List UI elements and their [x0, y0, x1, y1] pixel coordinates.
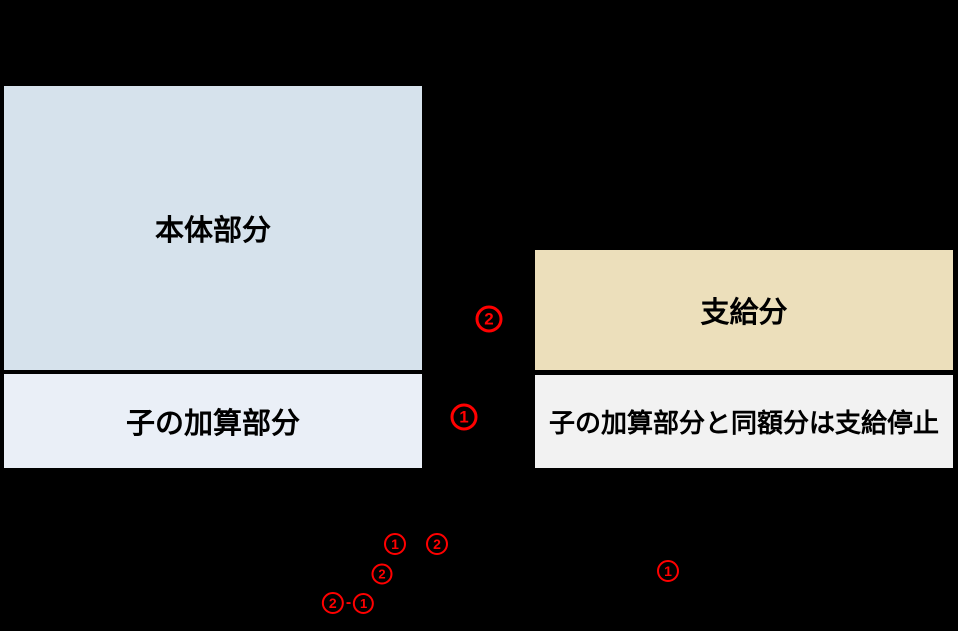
- circled-number-2-cluster-row2: 2: [371, 563, 393, 585]
- circled-number-2-cluster-row1: 2: [426, 533, 448, 555]
- child-addition-box: 子の加算部分: [4, 374, 422, 468]
- circled-2-icon: 2: [321, 592, 344, 614]
- payment-box: 支給分: [535, 250, 953, 370]
- main-body-box: 本体部分: [4, 86, 422, 370]
- circled-number-1-right-lower: 1: [657, 560, 679, 582]
- circled-number-1-cluster-row1: 1: [384, 533, 406, 555]
- circled-1-icon: 1: [353, 592, 375, 614]
- circled-2-minus-circled-1: 2 - 1: [321, 592, 375, 614]
- child-addition-label: 子の加算部分: [125, 408, 300, 440]
- circled-1-icon: 1: [450, 403, 478, 431]
- circled-1-icon: 1: [384, 533, 406, 555]
- circled-2-icon: 2: [475, 305, 503, 333]
- main-body-label: 本体部分: [154, 215, 271, 247]
- circled-2-icon: 2: [426, 533, 448, 555]
- circled-1-icon: 1: [657, 560, 679, 582]
- suspended-amount-box: 子の加算部分と同額分は支給停止: [535, 375, 953, 468]
- suspended-amount-label: 子の加算部分と同額分は支給停止: [548, 408, 939, 438]
- circled-number-1-mid-lower: 1: [450, 403, 478, 431]
- payment-label: 支給分: [700, 297, 788, 329]
- circled-2-icon: 2: [371, 563, 393, 585]
- minus-sign: -: [345, 594, 352, 611]
- circled-number-2-mid-upper: 2: [475, 305, 503, 333]
